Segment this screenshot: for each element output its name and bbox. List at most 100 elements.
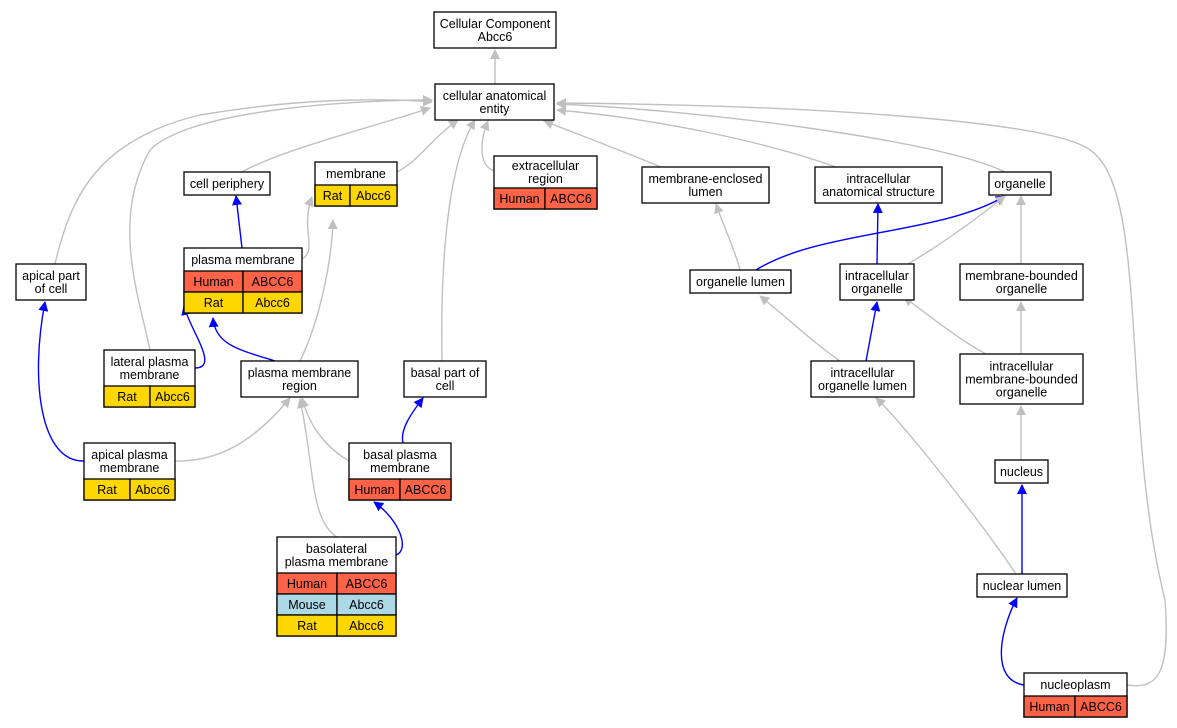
edge-plasma-membrane-region-to-plasma-membrane [208,317,276,362]
node-frame [959,263,1084,301]
node-label: basolateral [306,542,367,556]
species-label: Rat [97,483,117,497]
edge-basolateral-plasma-membrane-to-plasma-membrane-region [296,398,338,538]
node-label: organelle [996,282,1047,296]
species-label: Human [354,483,394,497]
node-label: intracellular [845,269,909,283]
species-label: Rat [297,619,317,633]
edge-basal-plasma-membrane-to-basal-part-of-cell [401,397,424,444]
node-label: lumen [688,185,722,199]
node-organelle-lumen[interactable]: organelle lumen [689,269,792,294]
edge-intracellular-anatomical-structure-to-cae [556,105,837,168]
species-label: Rat [323,189,343,203]
node-label: basal part of [411,366,480,380]
gene-label: Abcc6 [135,483,170,497]
node-label: membrane [100,461,160,475]
node-label: organelle lumen [696,275,785,289]
node-frame [434,83,555,121]
node-label: region [282,379,317,393]
node-label: basal plasma [363,448,437,462]
node-label: Cellular Component [440,17,551,31]
edge-basal-part-of-cell-to-cae [441,119,476,362]
node-organelle[interactable]: organelle [988,171,1052,196]
node-label: apical plasma [91,448,167,462]
node-label: entity [480,102,511,116]
node-nucleus[interactable]: nucleus [994,459,1049,484]
edge-membrane-to-cae [396,119,459,173]
gene-label: Abcc6 [349,619,384,633]
gene-cell [399,478,452,501]
node-label: Abcc6 [478,30,513,44]
gene-cell [336,614,397,637]
node-label: plasma membrane [191,253,295,267]
gene-label: Abcc6 [356,189,391,203]
edge-plasma-membrane-to-cell-periphery [232,195,243,249]
node-label: membrane-enclosed [649,172,763,186]
gene-label: ABCC6 [1080,700,1122,714]
node-frame [641,166,770,204]
gene-label: Abcc6 [255,296,290,310]
node-frame [433,11,557,49]
node-frame [183,171,271,196]
node-label: intracellular [990,360,1054,374]
node-nuclear-lumen[interactable]: nuclear lumen [976,573,1068,598]
edge-intracellular-organelle-lumen-to-intracellular-organelle [865,301,881,362]
node-frame [994,459,1049,484]
species-label: Rat [204,296,224,310]
node-frame [814,166,943,204]
gene-cell [242,291,303,314]
node-label: nucleoplasm [1040,678,1110,692]
gene-label: ABCC6 [405,483,447,497]
node-frame [976,573,1068,598]
node-label: organelle [994,177,1045,191]
node-label: plasma membrane [248,366,352,380]
edge-nuclear-lumen-to-intracellular-organelle-lumen [875,397,1017,575]
gene-cell [1074,695,1128,718]
edge-organelle-lumen-to-membrane-enclosed-lumen [714,203,741,271]
edge-intracellular-organelle-to-organelle [907,195,1006,265]
edge-lateral-plasma-membrane-to-cae [129,95,433,351]
node-cell-periphery[interactable]: cell periphery [183,171,271,196]
edge-apical-part-of-cell-to-cae [54,96,433,265]
node-label: nucleus [1000,465,1043,479]
gene-cell [544,187,598,210]
edge-extracellular-region-to-cae [479,120,495,172]
gene-label: Abcc6 [155,390,190,404]
species-label: Human [287,577,327,591]
node-label: membrane [370,461,430,475]
node-label: membrane-bounded [965,269,1078,283]
node-label: cell [436,379,455,393]
gene-label: Abcc6 [349,598,384,612]
node-label: nuclear lumen [983,579,1062,593]
node-frame [689,269,792,294]
edge-plasma-membrane-region-to-membrane [299,219,338,362]
edge-intracellular-organelle-lumen-to-organelle-lumen [759,295,841,362]
edge-membrane-enclosed-lumen-to-cae [543,119,662,168]
node-label: region [528,172,563,186]
edge-organelle-to-cae [556,99,1006,173]
node-frame [810,360,915,398]
gene-cell [149,385,196,408]
node-label: organelle [851,282,902,296]
gene-label: ABCC6 [252,275,294,289]
